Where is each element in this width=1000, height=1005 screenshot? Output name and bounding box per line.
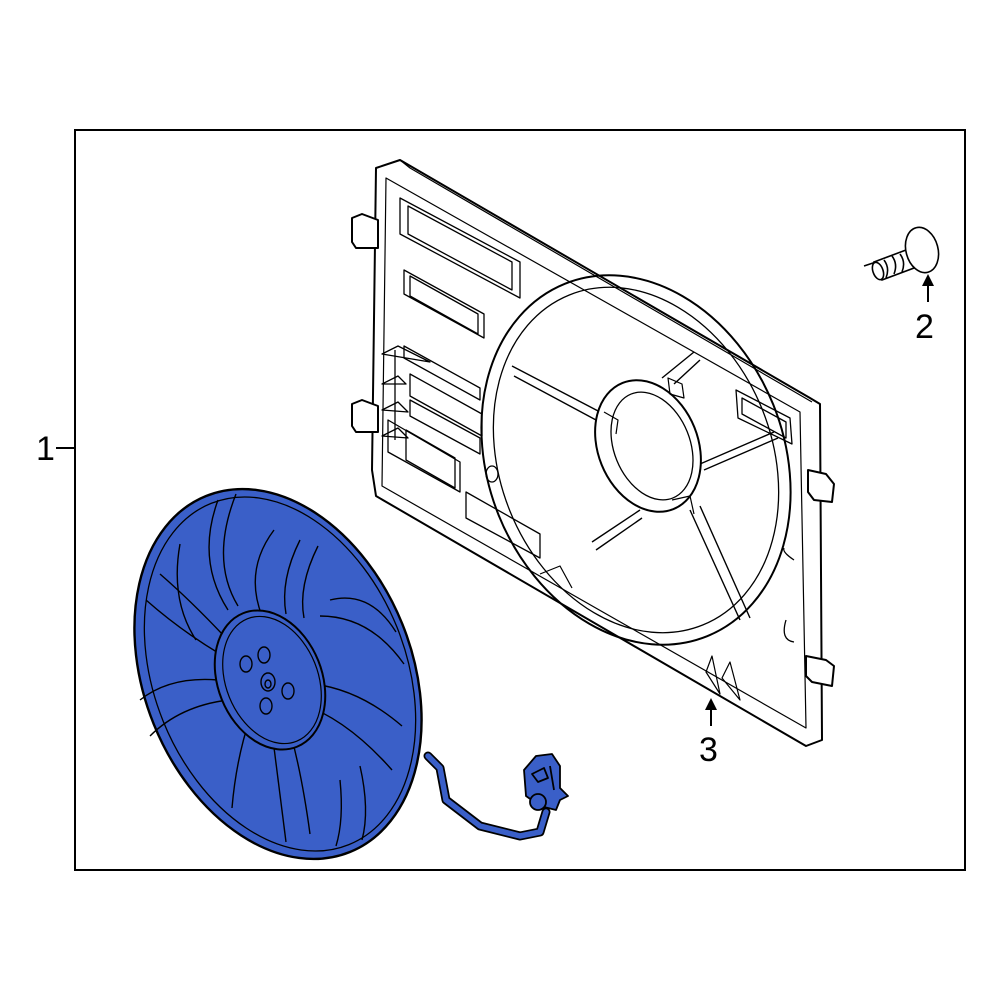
bolt[interactable]: [863, 224, 943, 282]
callout-1-label: 1: [36, 430, 55, 468]
callout-3-label: 3: [699, 731, 718, 769]
fan-shroud[interactable]: [351, 159, 844, 747]
callout-2-label: 2: [915, 308, 934, 346]
connector: [523, 753, 569, 811]
fan-hub: [213, 609, 327, 751]
fan-assembly[interactable]: [82, 446, 569, 902]
callout-2-arrow: [922, 274, 934, 302]
callout-3-arrow: [705, 698, 717, 726]
